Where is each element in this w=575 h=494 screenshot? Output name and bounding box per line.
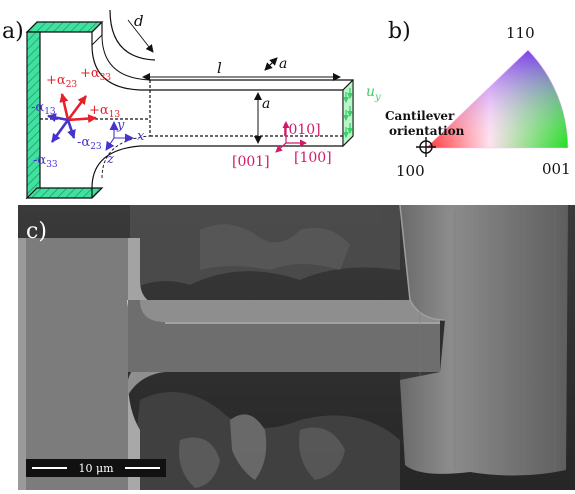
ipf-label-100: 100: [396, 162, 425, 180]
alpha-plus-33: +α33: [80, 66, 111, 83]
alpha-plus-23: +α23: [46, 73, 77, 90]
alpha-arrows-red: [59, 93, 97, 124]
radius-arc: [109, 9, 156, 61]
dir-001: [001]: [232, 154, 270, 170]
dir-010: [010]: [283, 122, 321, 138]
ipf-triangle: [425, 49, 569, 149]
ipf-label-110: 110: [506, 24, 535, 42]
panel-c-label: c): [26, 219, 47, 244]
dim-a-side: a: [262, 96, 270, 112]
alpha-minus-23: -α23: [77, 135, 102, 152]
scalebar-label: 10 μm: [78, 462, 114, 475]
base-block: [18, 238, 128, 490]
dim-l: l: [217, 59, 222, 77]
alpha-minus-33: -α33: [33, 153, 58, 170]
uy-arrows: [343, 88, 353, 138]
dir-100: [100]: [294, 150, 332, 166]
panel-a-label: a): [2, 19, 24, 44]
fillet-top: [91, 44, 141, 91]
panel-b: b) 110 100 001 Cantilever orientation: [385, 19, 571, 180]
panel-a: a) d: [2, 9, 381, 200]
alpha-minus-13: -α13: [31, 100, 56, 117]
target-marker: [416, 137, 436, 157]
axis-x: x: [137, 129, 145, 144]
dim-d: d: [134, 12, 144, 30]
panel-b-label: b): [388, 19, 411, 44]
uy-label: uy: [366, 84, 381, 103]
panel-c: 10 μm c): [18, 204, 575, 490]
coord-axes: [105, 121, 134, 151]
base-wall-top: [25, 21, 104, 33]
sem-pillar: [400, 205, 568, 476]
base-wall-left: [26, 31, 41, 200]
ipf-annotation-2: orientation: [389, 124, 465, 138]
axis-y: y: [116, 118, 125, 133]
alpha-arrows-blue: [47, 113, 76, 143]
axis-z: z: [106, 152, 114, 167]
fillet-bottom: [91, 145, 141, 189]
ipf-label-001: 001: [542, 160, 571, 178]
alpha-plus-13: +α13: [89, 103, 120, 120]
beam-end-face: [342, 78, 354, 148]
crystal-directions: [275, 121, 307, 153]
dim-a-top: a: [279, 56, 287, 72]
ipf-annotation-1: Cantilever: [385, 109, 455, 123]
base-wall-bottom: [25, 187, 104, 199]
